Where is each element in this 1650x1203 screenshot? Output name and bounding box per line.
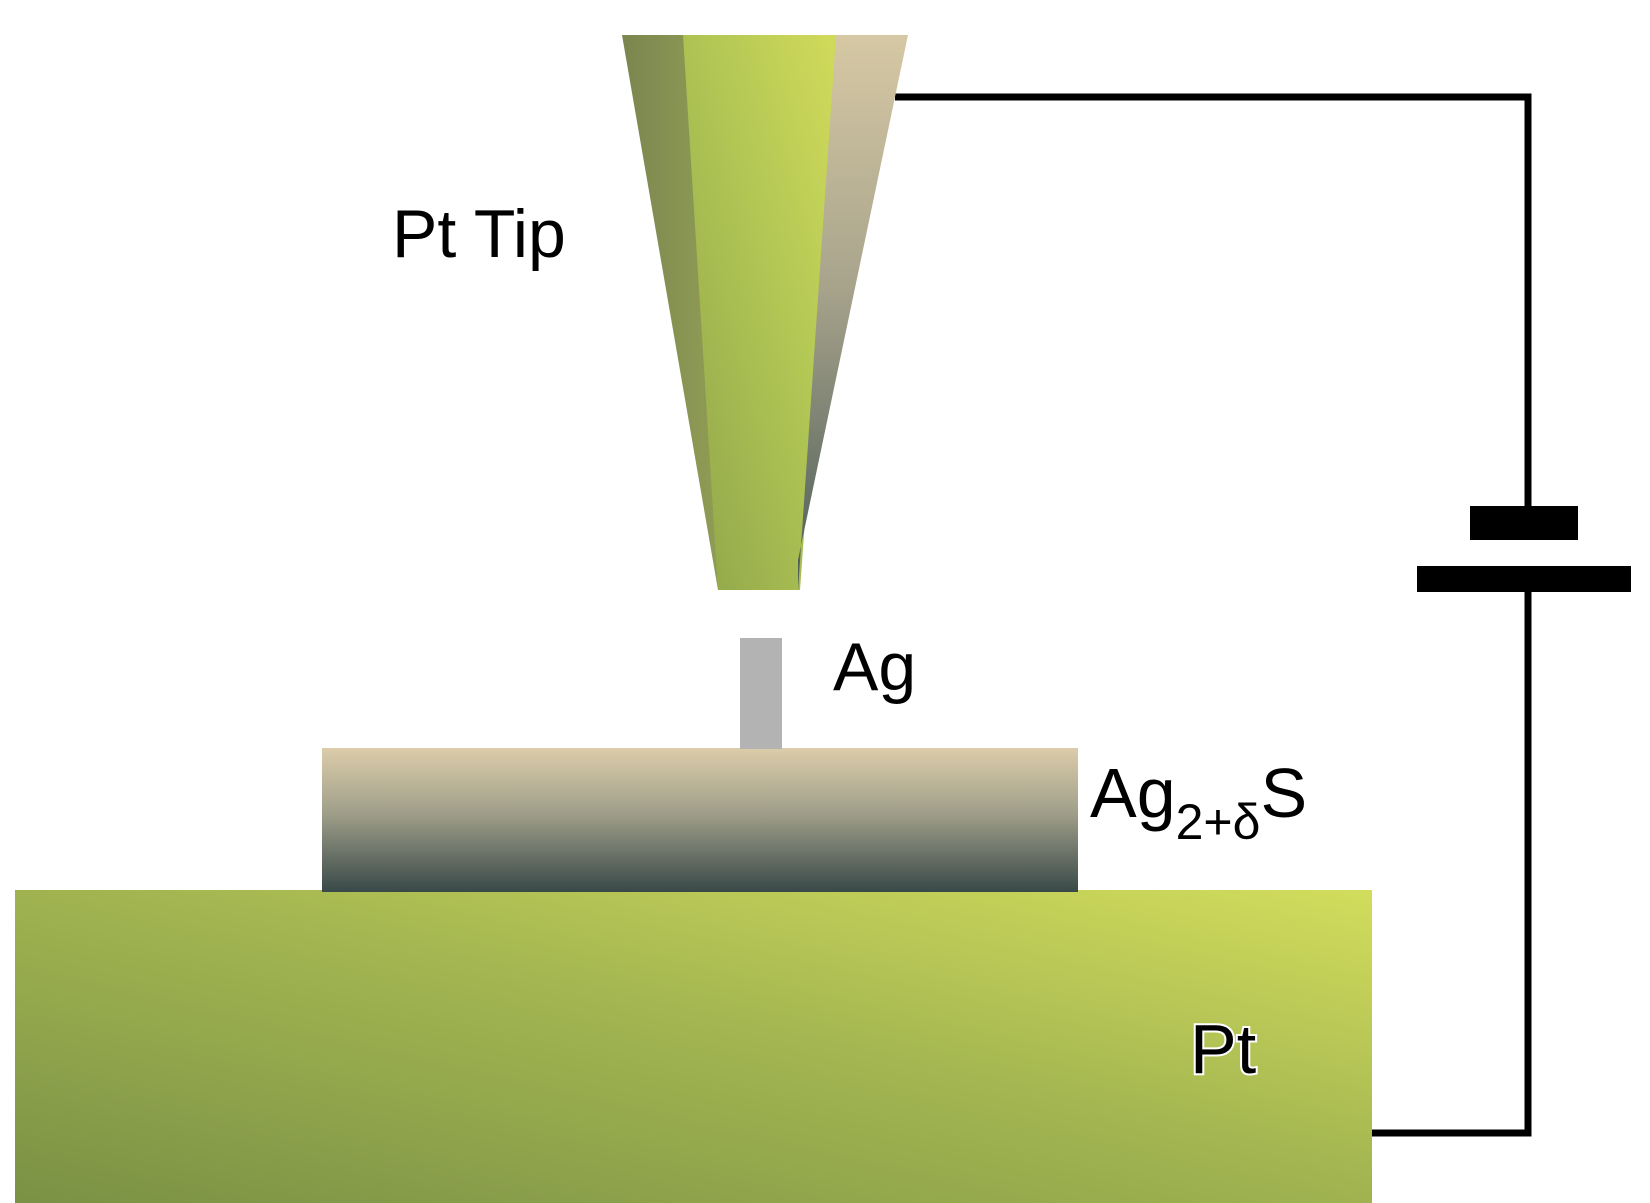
pt-tip-label: Pt Tip [392, 196, 566, 272]
ag2s-film [322, 748, 1078, 892]
tip-right-face [798, 35, 908, 590]
tip-middle-face [683, 35, 840, 590]
pt-substrate-label: Pt [1190, 1010, 1256, 1088]
battery-long-plate [1417, 566, 1631, 592]
wire-top-segment [895, 93, 1532, 508]
ag2s-subscript: 2+δ [1176, 794, 1261, 850]
pt-substrate [15, 890, 1372, 1203]
circuit-wire [895, 93, 1532, 1137]
pt-tip [622, 35, 908, 590]
battery-symbol [1417, 506, 1631, 592]
ag2s-film-label: Ag2+δS [1090, 754, 1307, 850]
ag2s-suffix: S [1260, 754, 1307, 832]
ag-filament [740, 638, 782, 749]
ag-filament-label: Ag [833, 629, 916, 705]
battery-short-plate [1470, 506, 1578, 540]
wire-bottom-segment [1372, 592, 1532, 1137]
ag2s-base: Ag [1090, 754, 1176, 832]
